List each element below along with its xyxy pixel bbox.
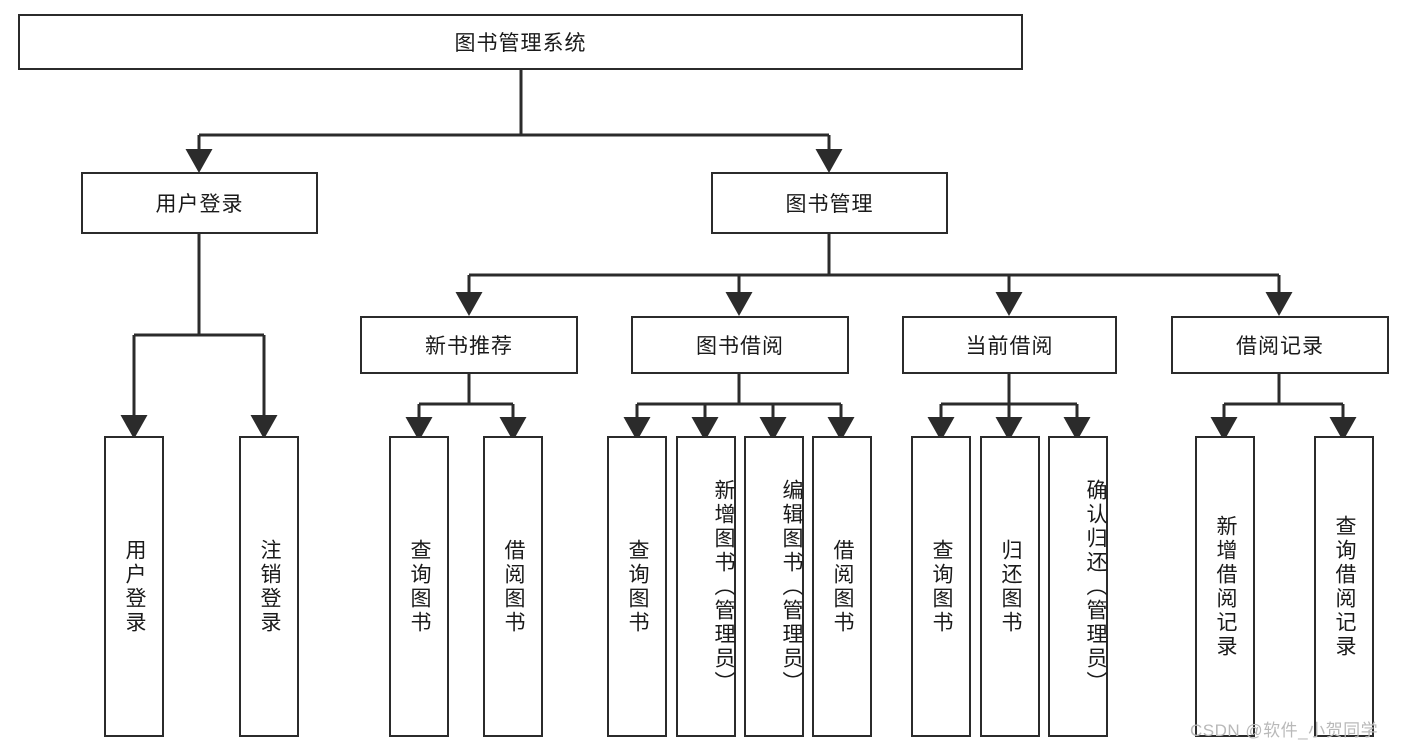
node-label: 当前借阅 xyxy=(965,335,1054,358)
node-label: 查询借阅记录 xyxy=(1333,514,1357,659)
leaf-borrow-record-query[interactable]: 查询借阅记录 xyxy=(1314,436,1374,737)
node-label: 编辑图书（管理员） xyxy=(780,478,803,695)
node-label: 注销登录 xyxy=(258,538,282,635)
node-label: 图书管理系统 xyxy=(454,32,587,55)
leaf-user-login-login[interactable]: 用户登录 xyxy=(104,436,164,737)
node-label: 新增图书（管理员） xyxy=(712,478,735,695)
node-label: 借阅图书 xyxy=(831,538,855,635)
node-label: 查询图书 xyxy=(930,538,954,635)
node-label: 用户登录 xyxy=(155,193,244,216)
leaf-borrow-record-add[interactable]: 新增借阅记录 xyxy=(1195,436,1255,737)
node-new-book-recommend[interactable]: 新书推荐 xyxy=(360,316,578,374)
leaf-book-borrow-edit[interactable]: 编辑图书（管理员） xyxy=(744,436,804,737)
leaf-book-borrow-add[interactable]: 新增图书（管理员） xyxy=(676,436,736,737)
leaf-new-book-query[interactable]: 查询图书 xyxy=(389,436,449,737)
node-root-system[interactable]: 图书管理系统 xyxy=(18,14,1023,70)
leaf-book-borrow-query[interactable]: 查询图书 xyxy=(607,436,667,737)
node-label: 图书借阅 xyxy=(696,335,784,358)
node-book-borrow[interactable]: 图书借阅 xyxy=(631,316,849,374)
leaf-user-login-logout[interactable]: 注销登录 xyxy=(239,436,299,737)
leaf-current-borrow-query[interactable]: 查询图书 xyxy=(911,436,971,737)
node-label: 用户登录 xyxy=(123,538,147,635)
node-label: 新书推荐 xyxy=(425,335,513,358)
node-label: 图书管理 xyxy=(785,193,874,216)
node-current-borrow[interactable]: 当前借阅 xyxy=(902,316,1117,374)
node-label: 归还图书 xyxy=(999,538,1023,635)
node-label: 查询图书 xyxy=(408,538,432,635)
node-user-login[interactable]: 用户登录 xyxy=(81,172,318,234)
leaf-new-book-borrow[interactable]: 借阅图书 xyxy=(483,436,543,737)
node-label: 借阅图书 xyxy=(502,538,526,635)
leaf-book-borrow-borrow[interactable]: 借阅图书 xyxy=(812,436,872,737)
node-label: 借阅记录 xyxy=(1236,335,1324,358)
leaf-current-borrow-confirm-return[interactable]: 确认归还（管理员） xyxy=(1048,436,1108,737)
leaf-current-borrow-return[interactable]: 归还图书 xyxy=(980,436,1040,737)
node-borrow-record[interactable]: 借阅记录 xyxy=(1171,316,1389,374)
node-label: 确认归还（管理员） xyxy=(1084,478,1107,695)
node-label: 新增借阅记录 xyxy=(1214,514,1238,659)
node-label: 查询图书 xyxy=(626,538,650,635)
node-book-management[interactable]: 图书管理 xyxy=(711,172,948,234)
csdn-watermark: CSDN @软件_小贺同学 xyxy=(1190,721,1379,740)
